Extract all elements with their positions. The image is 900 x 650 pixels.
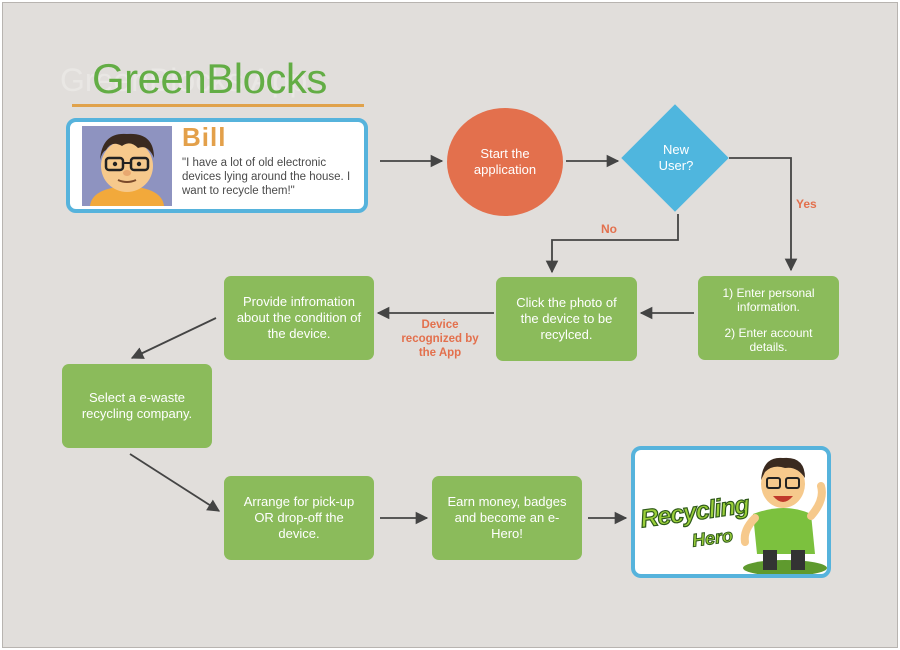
faded-app-title: GreenBlocks App — [60, 62, 308, 98]
recycling-hero-mascot-icon — [740, 457, 827, 574]
start-node: Start the application — [447, 108, 563, 216]
arrow-decision-yes — [729, 157, 798, 272]
arrange-node: Arrange for pick-up OR drop-off the devi… — [224, 476, 374, 560]
earn-node: Earn money, badges and become an e-Hero! — [432, 476, 582, 560]
provide-info-node: Provide infromation about the condition … — [224, 276, 374, 360]
persona-name: Bill — [182, 122, 227, 152]
click-photo-node: Click the photo of the device to be recy… — [496, 277, 637, 361]
select-company-node: Select a e-waste recycling company. — [62, 364, 212, 448]
arrow-select-to-arrange — [129, 453, 221, 512]
enter-info-node: 1) Enter personal information. 2) Enter … — [698, 276, 839, 360]
arrow-decision-no — [545, 214, 679, 274]
app-title: GreenBlocks — [92, 55, 327, 102]
decision-text: New User? — [658, 142, 694, 173]
decision-node-label: New User? — [628, 142, 724, 174]
arrange-label: Arrange for pick-up OR drop-off the devi… — [243, 494, 355, 541]
title-underline — [72, 104, 364, 107]
persona-quote: "I have a lot of old electronic devices … — [182, 157, 351, 197]
earn-label: Earn money, badges and become an e-Hero! — [447, 494, 567, 541]
provide-info-label: Provide infromation about the condition … — [236, 294, 362, 341]
edge-label-yes: Yes — [796, 197, 817, 211]
select-company-label: Select a e-waste recycling company. — [81, 390, 193, 421]
enter-info-step-1: 1) Enter personal information. — [722, 286, 815, 314]
enter-info-step-2: 2) Enter account details. — [724, 326, 813, 354]
click-photo-label: Click the photo of the device to be recy… — [516, 295, 617, 342]
recycling-hero-card — [631, 446, 831, 578]
edge-label-no: No — [601, 222, 617, 236]
edge-label-recognized: Device recognized by the App — [401, 319, 479, 359]
cartoon-man-avatar-icon — [82, 126, 172, 206]
start-node-label: Start the application — [473, 146, 537, 177]
arrow-provide-to-select — [130, 317, 217, 359]
